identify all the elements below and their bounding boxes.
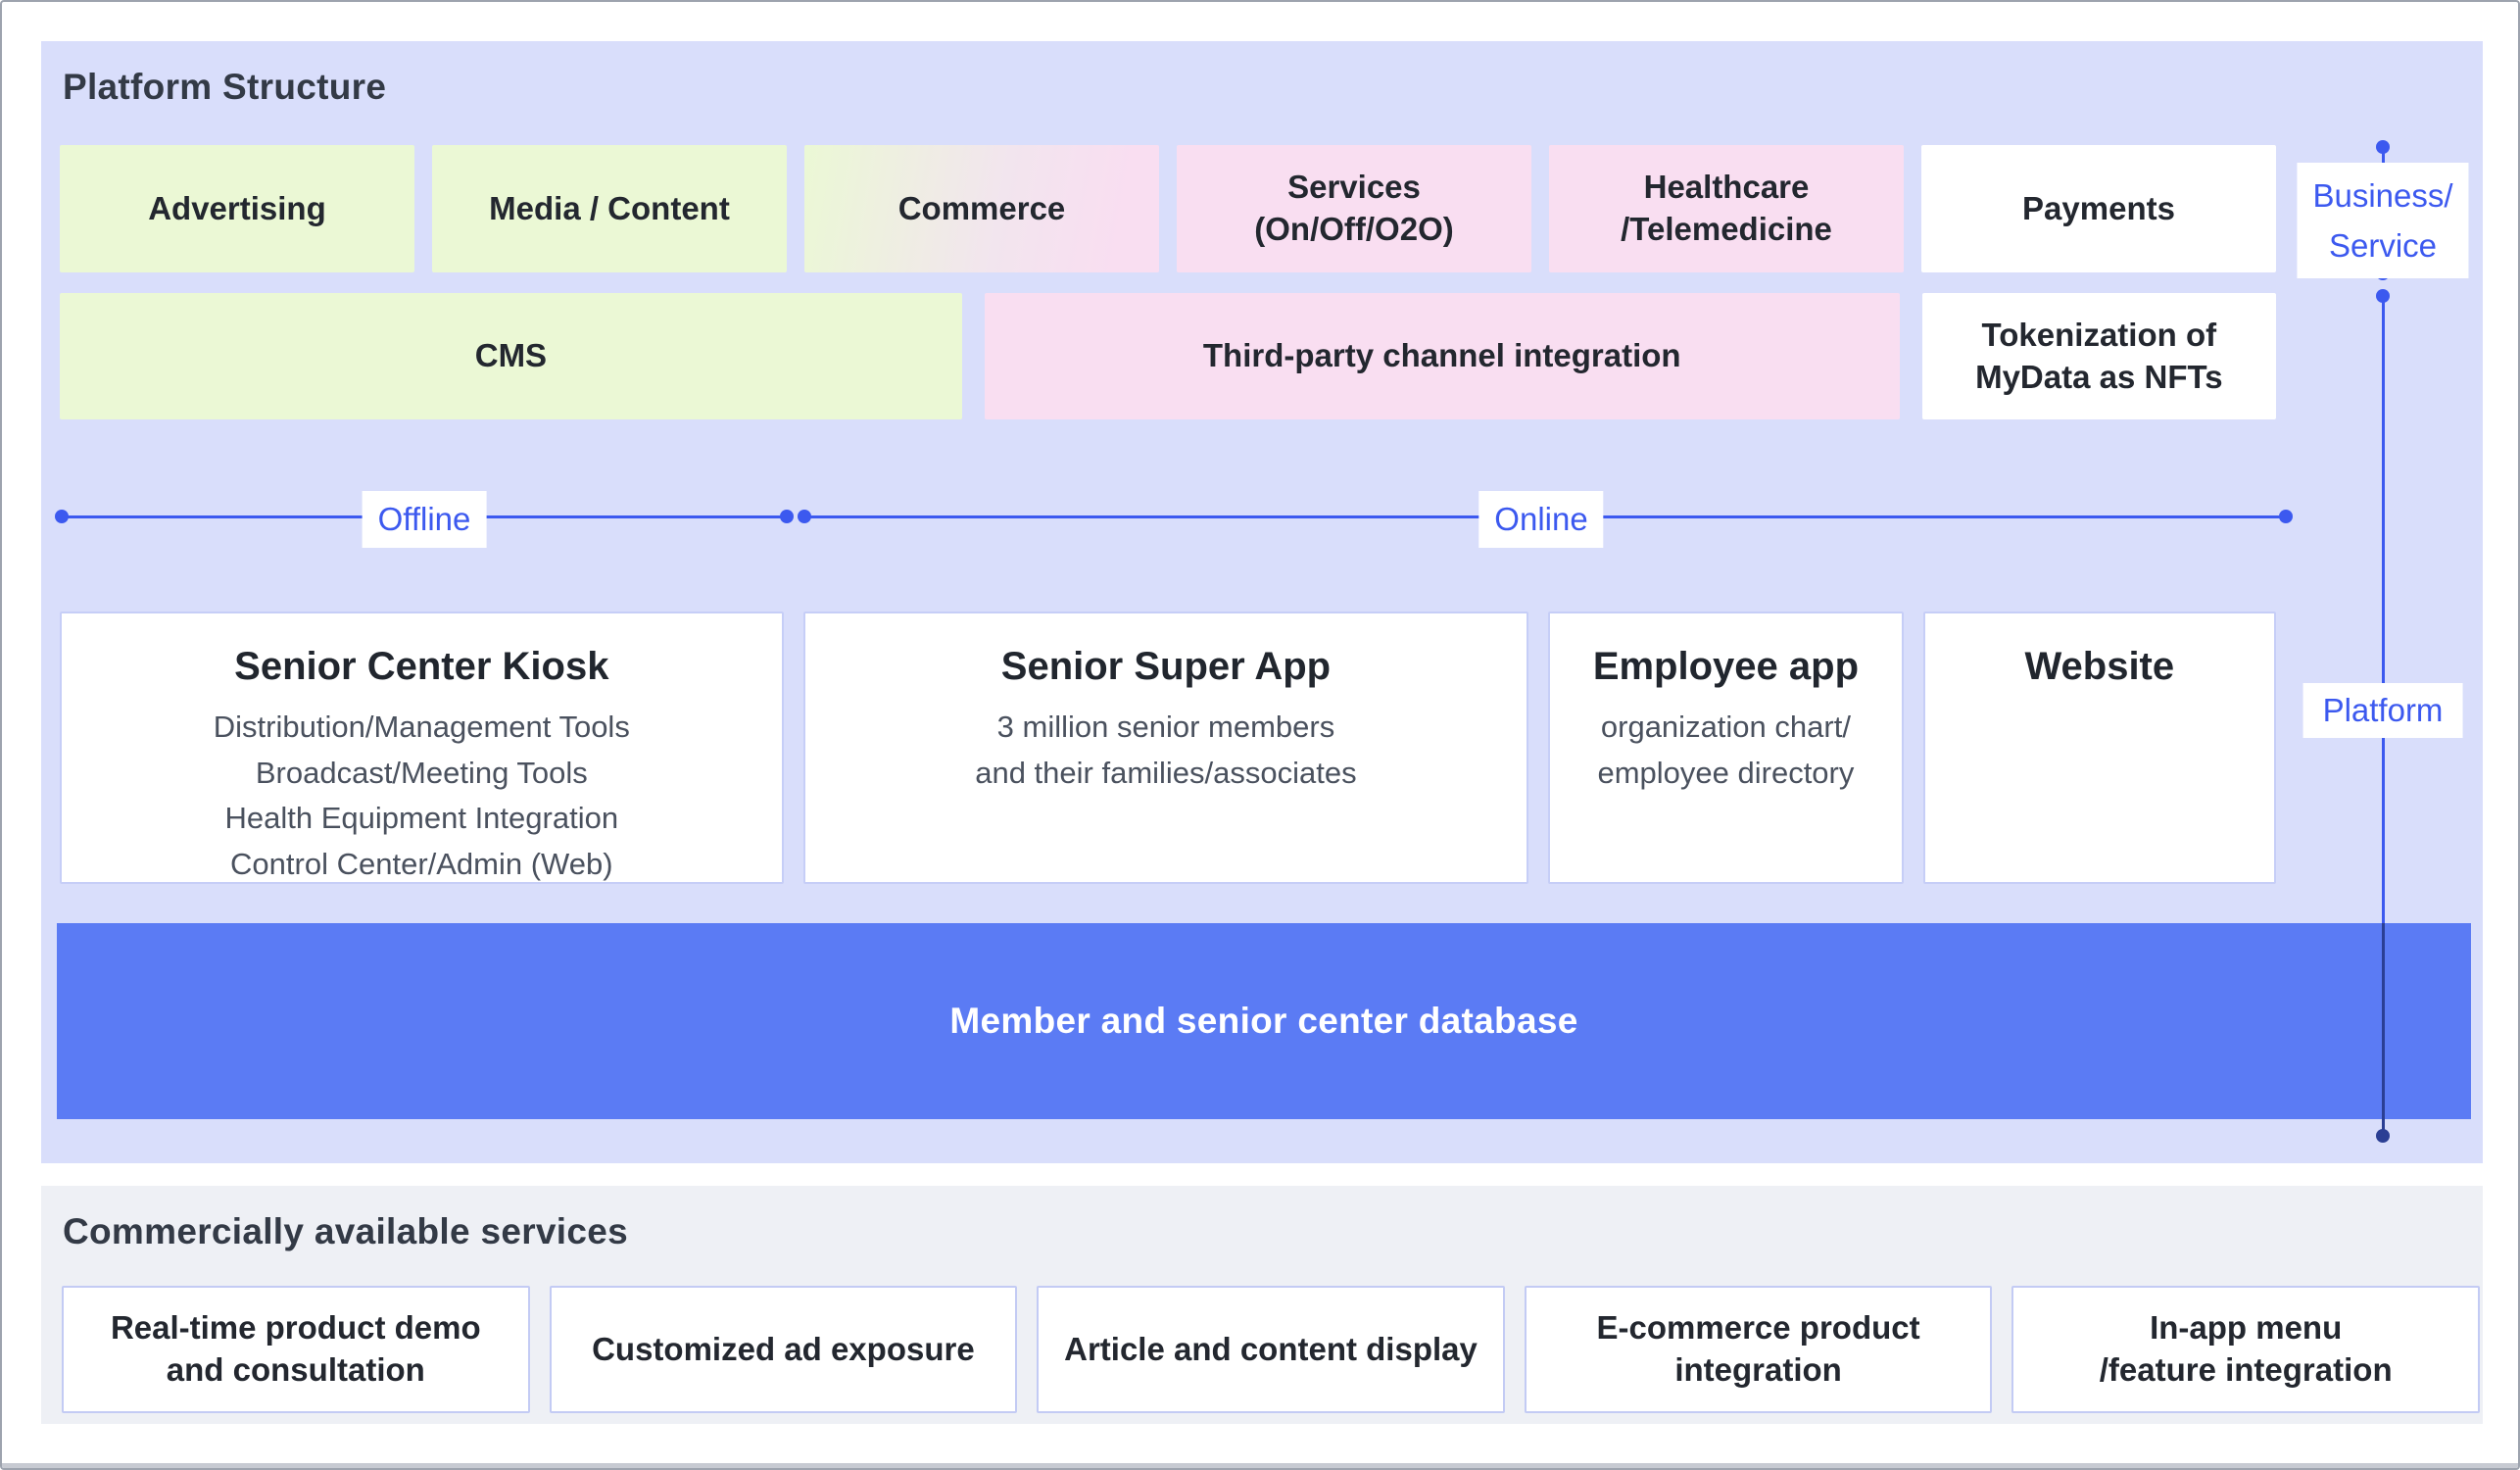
card-title: Employee app [1592,645,1860,688]
services-row: Real-time product demo and consultation … [62,1286,2480,1413]
card-title: Senior Center Kiosk [234,645,609,688]
card-line: 3 million senior members [996,710,1335,744]
box-third-party-integration: Third-party channel integration [984,293,1900,419]
rail-line-platform-lower [2382,923,2385,1136]
card-line: Health Equipment Integration [224,801,619,835]
svc-customized-ad-exposure: Customized ad exposure [549,1286,1018,1413]
rail-line-platform-upper [2382,296,2385,923]
platform-tools-row: CMS Third-party channel integration Toke… [60,293,2276,419]
box-tokenization-nfts: Tokenization of MyData as NFTs [1921,293,2276,419]
rail-platform-bottom-dot [2376,1129,2390,1143]
card-title: Website [2024,645,2175,688]
platform-label: Platform [2302,683,2463,738]
channel-cards-row: Senior Center Kiosk Distribution/Managem… [60,612,2276,884]
card-website: Website [1922,612,2276,884]
offline-line-end-dot [780,510,794,523]
card-line: Broadcast/Meeting Tools [255,755,588,790]
business-service-label: Business/ Service [2297,163,2469,279]
online-line-end-dot [2279,510,2293,523]
box-advertising: Advertising [60,145,414,272]
card-line: Distribution/Management Tools [213,710,630,744]
box-services-o2o: Services (On/Off/O2O) [1177,145,1531,272]
business-service-row: Advertising Media / Content Commerce Ser… [60,145,2276,272]
card-line: employee directory [1597,755,1855,790]
rail-business-top-dot [2376,140,2390,154]
box-commerce: Commerce [804,145,1159,272]
box-healthcare-telemedicine: Healthcare /Telemedicine [1549,145,1904,272]
box-cms: CMS [60,293,962,419]
platform-panel-title: Platform Structure [63,67,387,107]
svc-ecommerce-product-integration: E-commerce product integration [1524,1286,1993,1413]
card-title: Senior Super App [1000,645,1332,688]
online-label: Online [1478,491,1604,548]
svc-inapp-menu-feature-integration: In-app menu /feature integration [2011,1286,2480,1413]
card-line: and their families/associates [975,755,1357,790]
rail-platform-top-dot [2376,289,2390,303]
box-payments: Payments [1921,145,2276,272]
card-line: Control Center/Admin (Web) [230,846,613,881]
online-line-start-dot [798,510,811,523]
database-bar: Member and senior center database [57,923,2471,1119]
bottom-edge-strip [2,1463,2518,1468]
platform-structure-panel: Platform Structure Advertising Media / C… [41,41,2483,1163]
services-panel-title: Commercially available services [63,1211,629,1251]
card-senior-super-app: Senior Super App 3 million senior member… [802,612,1529,884]
offline-line-start-dot [55,510,69,523]
commercial-services-panel: Commercially available services Real-tim… [41,1186,2483,1424]
card-employee-app: Employee app organization chart/ employe… [1548,612,1904,884]
card-senior-center-kiosk: Senior Center Kiosk Distribution/Managem… [60,612,784,884]
svc-realtime-demo-consultation: Real-time product demo and consultation [62,1286,530,1413]
svc-article-content-display: Article and content display [1037,1286,1505,1413]
offline-label: Offline [362,491,487,548]
card-line: organization chart/ [1600,710,1851,744]
box-media-content: Media / Content [432,145,787,272]
